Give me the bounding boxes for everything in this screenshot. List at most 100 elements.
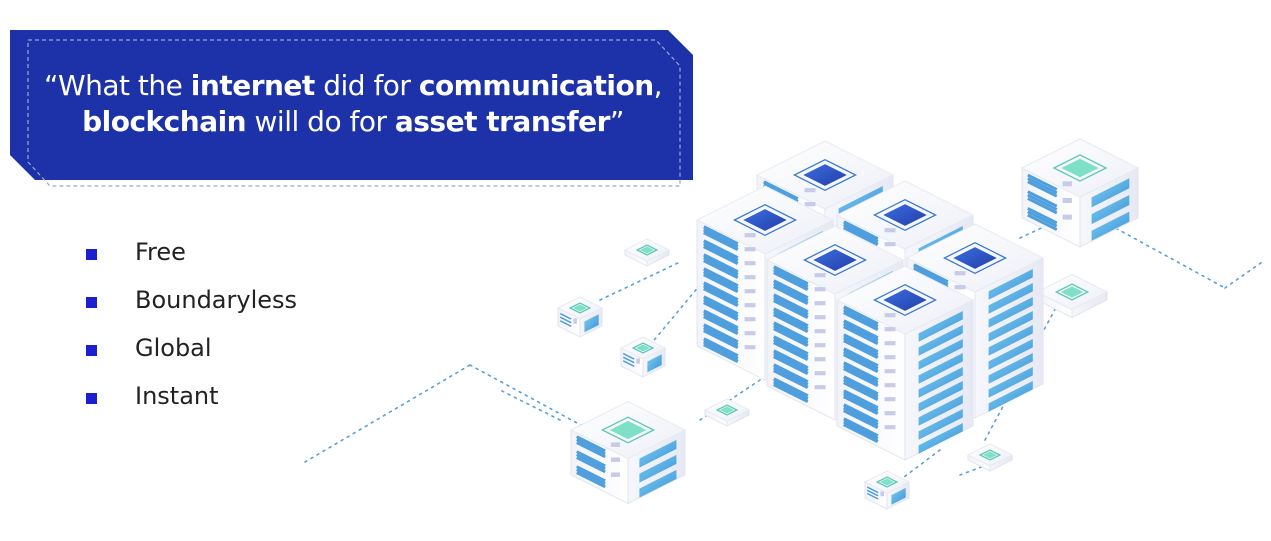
quote-emphasis-internet: internet [190, 69, 316, 102]
vent-line [843, 392, 879, 413]
vent-line [1027, 197, 1058, 215]
vent-line [773, 340, 809, 362]
chip-icon [883, 204, 927, 226]
status-lights-icon [884, 411, 896, 416]
screen-panel-icon [918, 310, 963, 342]
screen-panel-icon [1091, 211, 1130, 241]
vent-line [773, 352, 809, 373]
vent-line [576, 468, 606, 486]
status-lights-icon [884, 313, 896, 318]
status-lights-icon [884, 369, 896, 374]
status-lights-icon [744, 345, 756, 350]
status-lights-icon [573, 318, 577, 324]
vent-line [843, 308, 879, 329]
vent-line [866, 486, 879, 494]
vent-line [773, 265, 809, 286]
server-node [1020, 138, 1140, 248]
bullet-text: Free [135, 238, 186, 266]
bullet-square-icon [86, 392, 97, 404]
vent-line [703, 230, 739, 252]
status-lights-icon [814, 329, 826, 334]
status-lights-icon [884, 228, 896, 233]
chip-outline-icon [715, 404, 739, 416]
vent-line [703, 295, 739, 316]
vent-line [703, 267, 739, 288]
vent-line [773, 354, 809, 376]
chip-icon [813, 249, 857, 271]
vent-line [773, 298, 809, 320]
vent-line [843, 361, 879, 382]
screen-panel-icon [988, 380, 1033, 412]
vent-line [703, 314, 739, 336]
vent-line [773, 279, 809, 300]
vent-line [843, 350, 879, 371]
status-lights-icon [814, 371, 826, 376]
feature-list: Free Boundaryless Global Instant [86, 228, 297, 420]
vent-line [843, 406, 879, 427]
bullet-text: Global [135, 334, 212, 362]
vent-line [773, 349, 809, 370]
screen-panel-icon [918, 380, 963, 412]
chip-icon [743, 209, 787, 231]
status-lights-icon [744, 233, 756, 238]
quote-fragment: “What the [43, 69, 191, 102]
status-lights-icon [884, 397, 896, 402]
status-lights-icon [744, 289, 756, 294]
vent-line [1027, 213, 1058, 231]
vent-line [703, 228, 739, 249]
screen-panel-icon [584, 314, 599, 333]
vent-line [773, 335, 809, 356]
vent-line [703, 328, 739, 350]
screen-panel-icon [1091, 194, 1130, 225]
status-lights-icon [814, 301, 826, 306]
dotted-connection-line [899, 449, 941, 481]
screen-panel-icon [988, 352, 1033, 384]
screen-panel-icon [918, 366, 963, 398]
screen-panel-icon [988, 296, 1033, 328]
chip-outline-icon [631, 342, 655, 354]
chip-icon [639, 246, 655, 254]
vent-line [576, 435, 606, 453]
status-lights-icon [954, 271, 966, 276]
vent-line [773, 368, 809, 390]
chip-outline-icon [600, 416, 656, 444]
vent-line [843, 322, 879, 343]
status-lights-icon [954, 285, 966, 290]
vent-line [773, 270, 809, 292]
vent-line [703, 342, 739, 364]
vent-line [1027, 193, 1058, 211]
bullet-square-icon [86, 296, 97, 308]
vent-line [843, 375, 879, 396]
list-item: Instant [86, 372, 297, 420]
vent-line [622, 356, 635, 364]
vent-line [843, 364, 879, 385]
vent-line [559, 312, 572, 320]
vent-line [703, 298, 739, 319]
vent-line [703, 225, 739, 246]
vent-line [559, 316, 572, 324]
vent-line [843, 223, 879, 244]
vent-line [866, 492, 879, 500]
dotted-connection-line [1224, 259, 1266, 289]
vent-line [773, 312, 809, 334]
chip-icon [883, 289, 927, 311]
list-item: Boundaryless [86, 276, 297, 324]
status-lights-icon [744, 317, 756, 322]
dotted-connection-line [1109, 224, 1226, 289]
status-lights-icon [744, 275, 756, 280]
vent-line [703, 300, 739, 322]
vent-line [703, 337, 739, 358]
vent-line [843, 336, 879, 357]
vent-line [703, 253, 739, 274]
status-lights-icon [814, 287, 826, 292]
vent-line [703, 284, 739, 305]
status-lights-icon [610, 457, 621, 462]
dotted-connection-line [304, 364, 471, 463]
vent-line [843, 420, 879, 441]
vent-line [843, 225, 879, 247]
chip-outline-icon [732, 203, 798, 237]
vent-line [843, 403, 879, 424]
vent-line [576, 471, 606, 489]
vent-line [843, 366, 879, 388]
